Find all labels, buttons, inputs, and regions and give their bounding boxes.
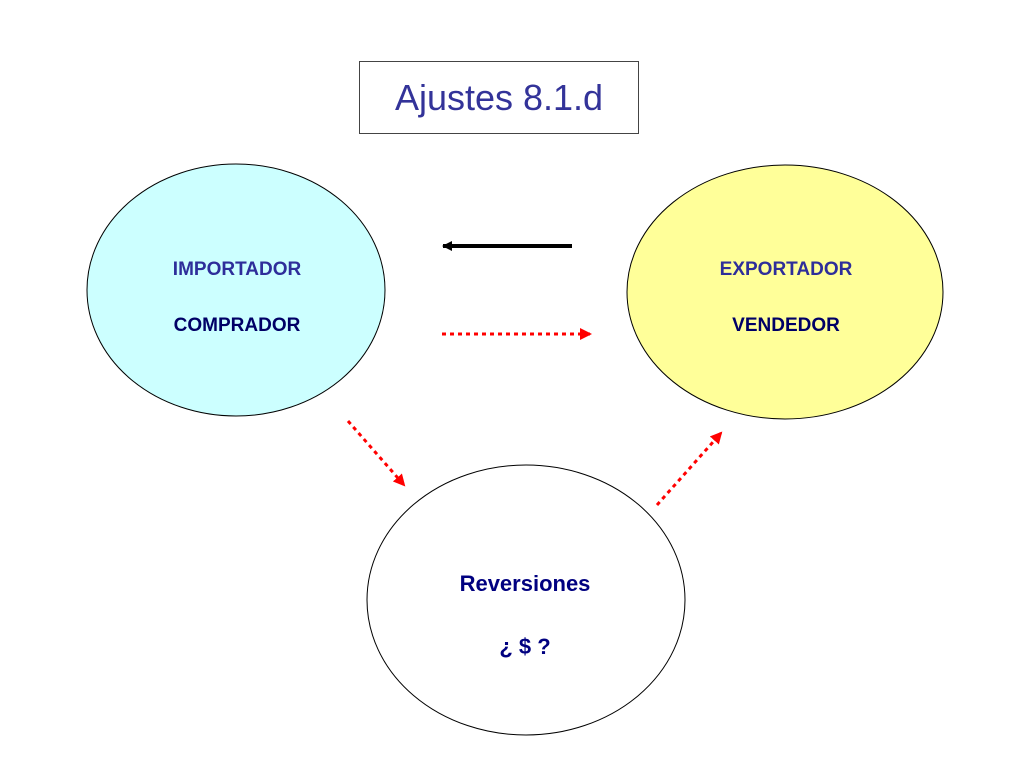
amount-question-label: ¿ $ ? — [499, 634, 551, 659]
reversions-label: Reversiones — [459, 571, 591, 596]
buyer-label: COMPRADOR — [173, 315, 301, 336]
exporter-label: EXPORTADOR — [719, 259, 853, 280]
seller-label: VENDEDOR — [732, 315, 840, 336]
page-title: Ajustes 8.1.d — [394, 76, 604, 118]
dotted-arrow-reversions-to-exporter — [655, 431, 723, 506]
importer-label: IMPORTADOR — [172, 259, 302, 280]
importer-node — [86, 163, 386, 417]
dotted-arrow-to-reversions — [346, 420, 406, 487]
reversions-node — [366, 464, 686, 736]
exporter-node — [626, 164, 944, 420]
title-box: Ajustes 8.1.d — [359, 61, 639, 134]
